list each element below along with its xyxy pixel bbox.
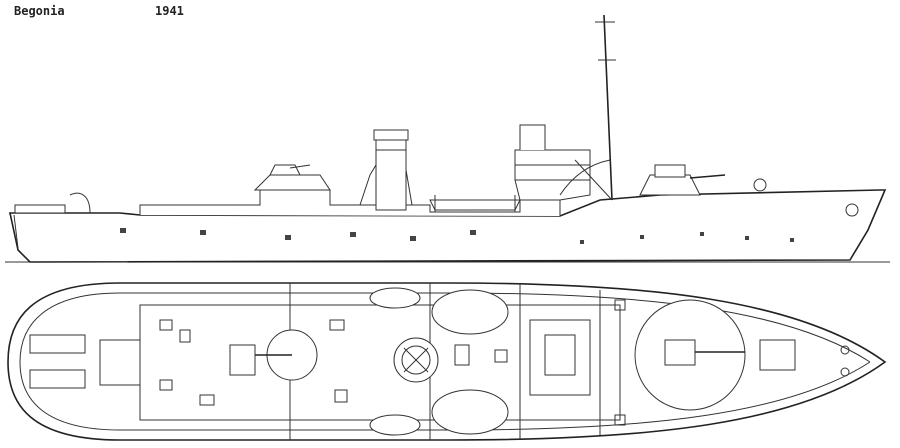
after-gun (253, 164, 331, 191)
bridge (514, 124, 611, 201)
plan-bridge (529, 319, 591, 396)
plan-hawse-port (840, 345, 850, 355)
plan-after-gun (229, 329, 318, 381)
depth-charge-rails (14, 204, 66, 214)
plan-forward-gun-platform (634, 299, 746, 411)
stern-line (13, 214, 19, 249)
anchor (845, 203, 859, 217)
plan-funnel (393, 337, 439, 383)
plan-view (7, 282, 887, 441)
mast (574, 14, 616, 201)
stern-davit (69, 192, 91, 214)
ship-year-label: 1941 (155, 4, 184, 18)
plan-hawse-starboard (840, 367, 850, 377)
ship-name-label: Begonia (14, 4, 65, 18)
plan-hull (7, 282, 887, 441)
portholes (120, 228, 794, 244)
plan-depth-charge-rails (29, 334, 141, 389)
profile-view (5, 14, 890, 263)
profile-boat (429, 195, 521, 212)
plan-deck-fittings (159, 299, 626, 426)
plan-boats (369, 287, 509, 436)
forward-gun (639, 164, 726, 196)
winch (753, 178, 767, 192)
plan-windlass (759, 339, 796, 371)
funnel (359, 129, 413, 211)
